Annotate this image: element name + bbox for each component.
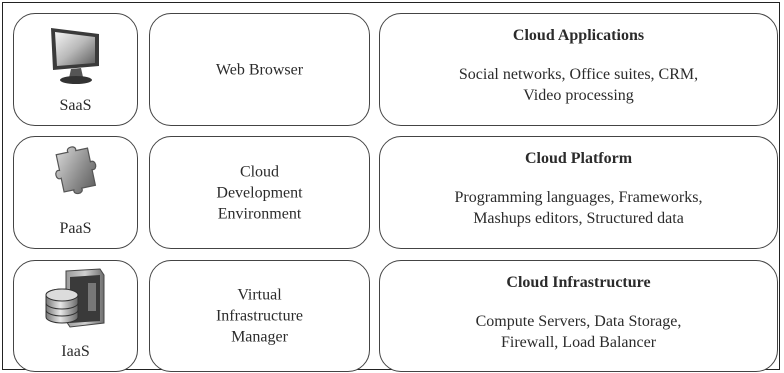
paas-access-box: Cloud Development Environment — [149, 136, 370, 249]
iaas-access-line: Infrastructure — [215, 307, 304, 325]
saas-description: Social networks, Office suites, CRM, Vid… — [380, 64, 777, 106]
saas-label: SaaS — [59, 97, 92, 114]
paas-access-text: Cloud Development Environment — [150, 161, 369, 224]
iaas-label: IaaS — [61, 343, 90, 360]
paas-label: PaaS — [59, 220, 92, 237]
iaas-access-text: Virtual Infrastructure Manager — [150, 285, 369, 348]
saas-desc-line: Social networks, Office suites, CRM, — [458, 66, 699, 83]
paas-layer-box: PaaS — [13, 136, 138, 249]
saas-layer-box: SaaS — [13, 13, 138, 126]
paas-resources-box: Cloud Platform Programming languages, Fr… — [379, 136, 778, 249]
puzzle-piece-icon — [54, 146, 96, 195]
iaas-access-box: Virtual Infrastructure Manager — [149, 260, 370, 372]
saas-access-box: Web Browser — [149, 13, 370, 126]
monitor-icon — [50, 28, 99, 84]
iaas-title: Cloud Infrastructure — [506, 274, 651, 291]
iaas-description: Compute Servers, Data Storage, Firewall,… — [380, 311, 777, 353]
server-database-icon — [45, 268, 104, 328]
saas-resources-box: Cloud Applications Social networks, Offi… — [379, 13, 778, 126]
saas-title: Cloud Applications — [512, 27, 645, 44]
paas-access-line: Cloud — [239, 163, 280, 180]
saas-access-line: Web Browser — [215, 61, 304, 78]
paas-access-line: Environment — [217, 205, 302, 222]
paas-desc-line: Mashups editors, Structured data — [473, 210, 684, 227]
paas-description: Programming languages, Frameworks, Mashu… — [380, 187, 777, 229]
iaas-access-line: Manager — [231, 328, 288, 346]
saas-access-text: Web Browser — [150, 59, 369, 80]
iaas-desc-line: Compute Servers, Data Storage, — [475, 313, 682, 330]
paas-desc-line: Programming languages, Frameworks, — [454, 189, 703, 206]
paas-title: Cloud Platform — [524, 150, 633, 167]
iaas-desc-line: Firewall, Load Balancer — [500, 334, 657, 351]
saas-desc-line: Video processing — [523, 87, 634, 104]
iaas-resources-box: Cloud Infrastructure Compute Servers, Da… — [379, 260, 778, 372]
iaas-access-line: Virtual — [237, 286, 282, 304]
paas-access-line: Development — [216, 184, 303, 201]
iaas-layer-box: IaaS — [13, 260, 138, 372]
